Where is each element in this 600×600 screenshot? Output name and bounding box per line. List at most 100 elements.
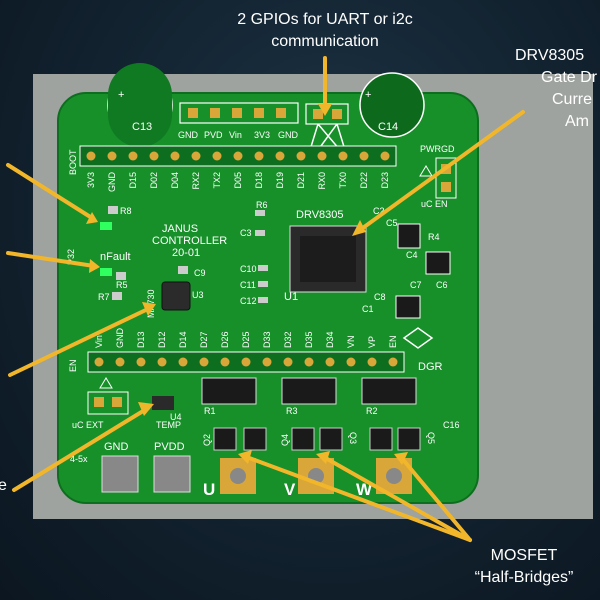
label-r2: R2 — [366, 406, 378, 416]
bottom-pin-label: EN — [388, 335, 398, 348]
label-r7: R7 — [98, 292, 110, 302]
header-label-gnd2: GND — [278, 130, 299, 140]
mosfet-group — [213, 427, 421, 451]
label-q2: Q2 — [202, 434, 212, 446]
brand-version: 20-01 — [172, 247, 200, 259]
annotation-gpio-line1: 2 GPIOs for UART or i2c — [237, 11, 412, 28]
top-pin-pad — [359, 151, 369, 161]
bottom-pin-label: GND — [115, 328, 125, 349]
bottom-pin-pad — [367, 357, 377, 367]
shunt-resistor-r1 — [201, 377, 257, 405]
label-c12: C12 — [240, 296, 257, 306]
svg-text:+: + — [118, 89, 124, 101]
label-supply: 4-5x — [70, 454, 88, 464]
bottom-pin-label: D14 — [178, 331, 188, 348]
bottom-pin-pads — [94, 357, 398, 367]
annotation-mosfet-line2: “Half-Bridges” — [475, 569, 574, 586]
label-pvdd: PVDD — [154, 441, 185, 453]
label-uc-en: uC EN — [421, 199, 448, 209]
top-pin-pad — [191, 151, 201, 161]
gpio-traces — [309, 123, 346, 151]
label-r3: R3 — [286, 406, 298, 416]
top-pin-label: D21 — [296, 172, 306, 189]
label-r5: R5 — [116, 280, 128, 290]
green-led-1 — [100, 222, 112, 230]
top-pin-pad — [254, 151, 264, 161]
top-pin-pad — [212, 151, 222, 161]
bottom-pin-label: D32 — [283, 331, 293, 348]
annotation-left-cut: e — [0, 477, 7, 494]
bottom-pin-pad — [388, 357, 398, 367]
label-r6: R6 — [256, 200, 268, 210]
capacitor-block-2 — [425, 251, 451, 275]
label-temp: TEMP — [156, 420, 181, 430]
label-c6: C6 — [436, 280, 448, 290]
header-label-3v3: 3V3 — [254, 130, 270, 140]
top-pin-label: RX0 — [317, 172, 327, 190]
arrow-mosfet-u — [242, 454, 472, 542]
annotation-mosfet-line1: MOSFET — [491, 547, 558, 564]
annotation-drv-line2: Gate Dr — [541, 69, 598, 86]
bottom-pin-pad — [220, 357, 230, 367]
arrow-mosfet-w — [398, 454, 472, 542]
top-pin-label: D22 — [359, 172, 369, 189]
bottom-pin-label: D27 — [199, 331, 209, 348]
annotation-drv-line4: Am — [565, 113, 589, 130]
label-q3: Q3 — [348, 432, 358, 444]
label-nfault: nFault — [100, 251, 131, 263]
bottom-pin-label: D26 — [220, 331, 230, 348]
top-pin-pad — [170, 151, 180, 161]
top-pin-pad — [86, 151, 96, 161]
gnd-pad — [101, 455, 139, 493]
capacitor-c14-outline — [359, 72, 425, 138]
top-pin-pad — [317, 151, 327, 161]
top-pin-label: D15 — [128, 172, 138, 189]
label-c11: C11 — [240, 280, 256, 290]
top-pin-label: D18 — [254, 172, 264, 189]
top-pin-pads — [86, 151, 390, 161]
label-q5: Q5 — [426, 432, 436, 444]
annotation-gpio-line2: communication — [271, 33, 379, 50]
top-pin-label: D02 — [149, 172, 159, 189]
bottom-pin-pad — [241, 357, 251, 367]
phase-pads — [220, 458, 412, 494]
shunt-resistor-r2 — [361, 377, 417, 405]
label-c9: C9 — [194, 268, 206, 278]
label-u3: U3 — [192, 290, 204, 300]
header-label-vin: Vin — [229, 130, 242, 140]
arrow-temp — [12, 406, 150, 492]
top-pin-label: 3V3 — [86, 172, 96, 188]
label-r1: R1 — [204, 406, 216, 416]
bottom-pin-pad — [325, 357, 335, 367]
top-pin-label: RX2 — [191, 172, 201, 190]
label-q4: Q4 — [280, 434, 290, 446]
arrow-nfault — [6, 251, 96, 268]
label-c13: C13 — [132, 121, 152, 133]
bottom-pin-pad — [262, 357, 272, 367]
label-c8: C8 — [374, 292, 386, 302]
brand-janus: JANUS — [162, 223, 198, 235]
label-c5: C5 — [386, 218, 398, 228]
warning-triangle-icon — [99, 377, 113, 389]
label-pwrgd: PWRGD — [420, 144, 455, 154]
bottom-pin-label: D35 — [304, 331, 314, 348]
top-pin-pad — [149, 151, 159, 161]
label-p32: P32 — [66, 249, 76, 265]
dgr-logo-text: DGR — [418, 361, 443, 373]
top-pin-pad — [380, 151, 390, 161]
label-c2: C2 — [373, 206, 385, 216]
top-pin-pad — [107, 151, 117, 161]
top-pin-label: D04 — [170, 172, 180, 189]
bottom-pin-label: Vin — [94, 335, 104, 348]
header-label-pvd: PVD — [204, 130, 223, 140]
phase-label-u: U — [203, 480, 215, 499]
label-uc-ext: uC EXT — [72, 420, 104, 430]
dgr-logo-icon — [402, 327, 434, 349]
power-header — [179, 102, 299, 124]
label-c14: C14 — [378, 121, 398, 133]
phase-label-v: V — [284, 480, 296, 499]
top-pin-label: GND — [107, 172, 117, 193]
